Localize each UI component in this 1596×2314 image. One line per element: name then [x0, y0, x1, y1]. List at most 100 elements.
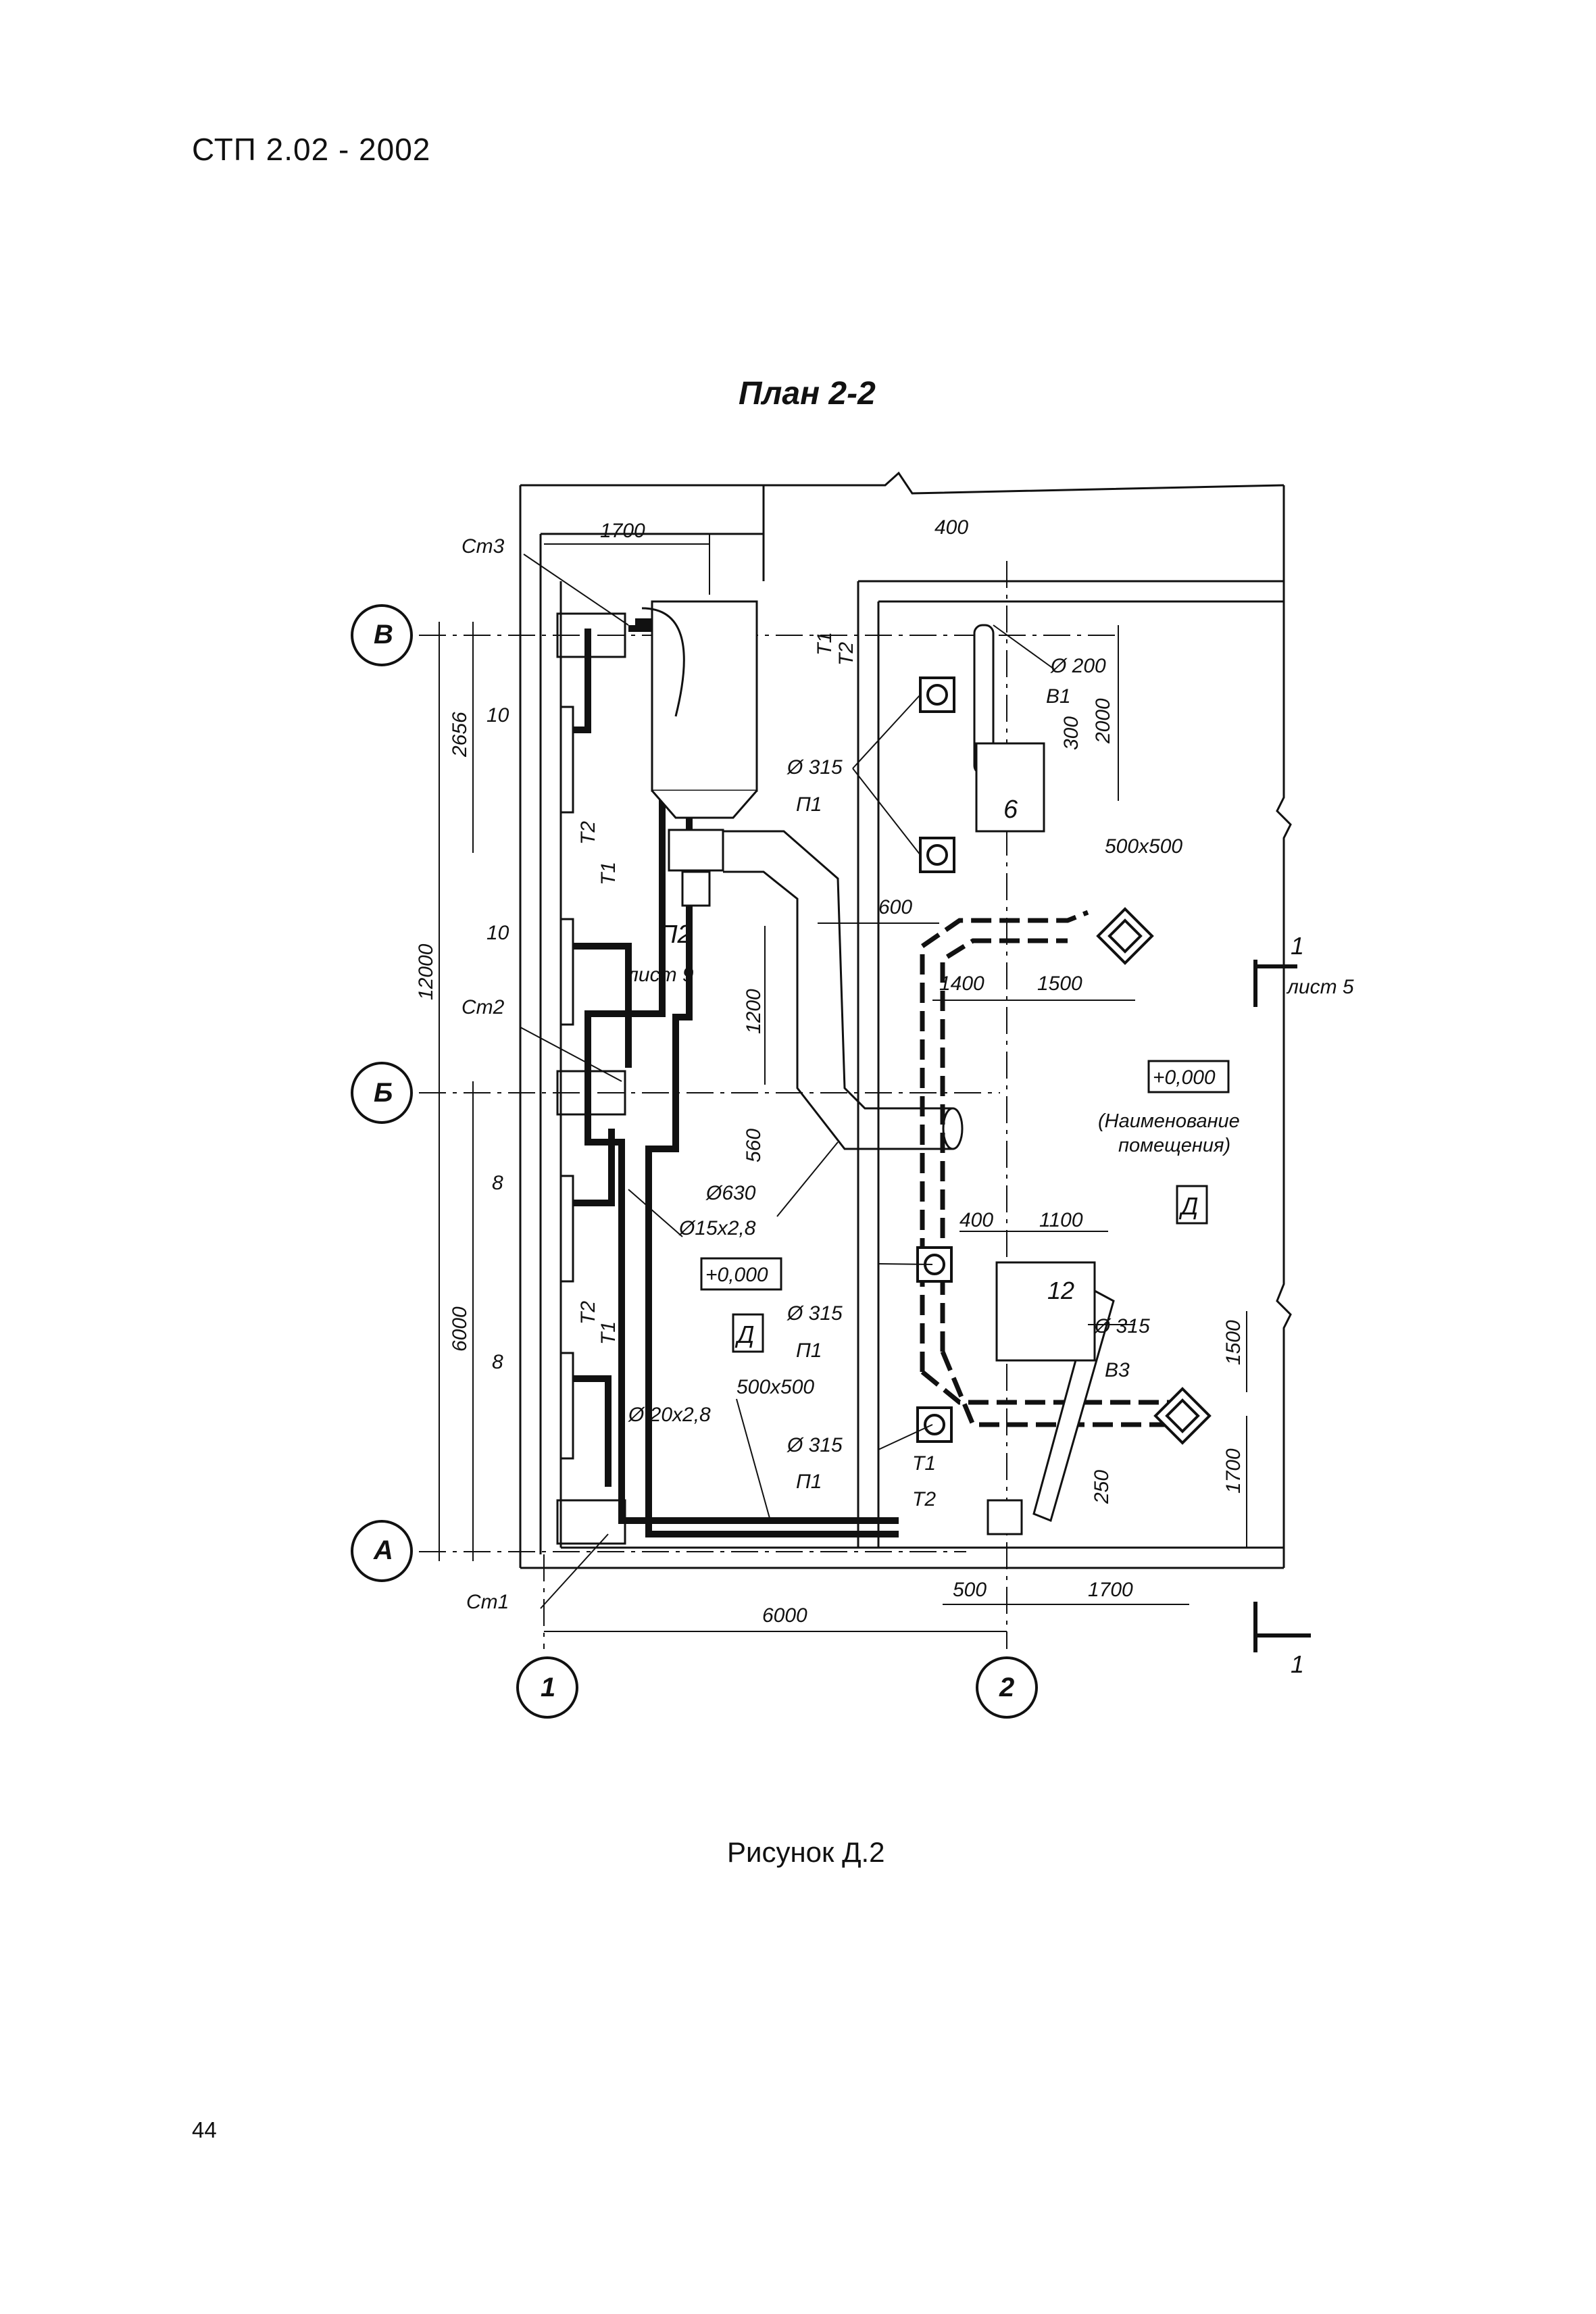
- label-section-1-bottom: 1: [1291, 1650, 1304, 1678]
- room-name-line-1: (Наименование: [1098, 1110, 1240, 1132]
- duct-end: [942, 1107, 964, 1150]
- leader: [736, 1398, 771, 1521]
- dim-1700-bottom: 1700: [1088, 1579, 1133, 1601]
- label-st2: Ст2: [462, 996, 505, 1018]
- radiator: [559, 1352, 574, 1460]
- label-radiator-10a: 10: [487, 704, 509, 727]
- label-d315-v3: Ø 315: [1094, 1315, 1150, 1337]
- dim-400-mid: 400: [959, 1209, 993, 1231]
- leader: [520, 1027, 622, 1082]
- label-pipe-15: Ø15x2,8: [678, 1217, 756, 1239]
- leader: [993, 624, 1055, 670]
- leader: [878, 1424, 933, 1450]
- label-st3: Ст3: [462, 535, 505, 558]
- label-room-name: (Наименование помещения): [1098, 1110, 1245, 1156]
- diffuser-core: [926, 844, 948, 866]
- label-section-1: 1: [1291, 932, 1304, 960]
- document-code: СТП 2.02 - 2002: [192, 132, 431, 167]
- label-box6: 6: [1003, 795, 1018, 824]
- axis-bubble-1: [516, 1656, 578, 1719]
- label-v3: В3: [1105, 1359, 1130, 1381]
- leader: [776, 1141, 839, 1217]
- pipe-rad-2: [573, 943, 632, 1068]
- heater-arc: [641, 607, 685, 717]
- label-section-list5: лист 5: [1286, 976, 1354, 998]
- dim-1700-right: 1700: [1222, 1448, 1245, 1494]
- label-st1: Ст1: [466, 1591, 509, 1613]
- page-number: 44: [192, 2117, 217, 2142]
- axis-label-1: 1: [541, 1673, 555, 1702]
- box-12: [995, 1261, 1096, 1362]
- axis-bubble-v: [351, 604, 413, 666]
- label-t1-top: Т1: [814, 632, 836, 656]
- heater-tank-bottom: [651, 790, 758, 819]
- wall-top-inner: [541, 485, 765, 535]
- axis-label-a: А: [373, 1535, 393, 1565]
- leader: [852, 768, 921, 856]
- label-list9: лист 9: [626, 964, 694, 986]
- dim-1500-right: 1500: [1222, 1320, 1245, 1365]
- label-t2-upper: Т2: [577, 821, 599, 845]
- level-box-2: [700, 1257, 782, 1291]
- fan-unit: [668, 829, 724, 872]
- label-level-1: +0,000: [1153, 1066, 1216, 1089]
- shaft-bottom: [987, 1499, 1023, 1535]
- duct-500-lower-2: [940, 1350, 1176, 1427]
- leader: [852, 694, 921, 769]
- axis-label-v: В: [374, 620, 393, 649]
- label-p2: П2: [659, 920, 692, 949]
- label-p1b: П1: [796, 1339, 822, 1362]
- radiator: [559, 706, 574, 814]
- label-p1c: П1: [796, 1471, 822, 1493]
- label-level-2: +0,000: [705, 1264, 768, 1286]
- dim-560: 560: [743, 1129, 765, 1162]
- leader: [628, 1189, 683, 1237]
- dim-2656: 2656: [449, 712, 471, 758]
- diffuser: [916, 1406, 953, 1443]
- dim-500-bottom: 500: [953, 1579, 987, 1601]
- radiator: [559, 1175, 574, 1283]
- pipe-rad-1: [573, 629, 591, 733]
- dim-2000: 2000: [1092, 698, 1114, 744]
- label-pipe-20: Ø 20x2,8: [628, 1404, 711, 1426]
- diffuser-core: [924, 1414, 945, 1435]
- axis-bubble-b: [351, 1062, 413, 1124]
- dim-400-top: 400: [934, 516, 968, 539]
- dim-1100: 1100: [1039, 1209, 1083, 1231]
- label-d315-p1a: Ø 315: [787, 756, 843, 779]
- axis-bubble-a: [351, 1520, 413, 1582]
- axis-bubble-2: [976, 1656, 1038, 1719]
- duct-d630-outer: [723, 830, 953, 1110]
- fan-motor: [681, 870, 711, 907]
- dim-1700-top: 1700: [600, 520, 645, 542]
- heater-tank: [651, 600, 758, 792]
- box-6: [975, 742, 1045, 833]
- dim-1500-mid: 1500: [1037, 973, 1082, 995]
- label-radiator-10b: 10: [487, 922, 509, 944]
- label-d200: Ø 200: [1050, 655, 1106, 677]
- dim-300: 300: [1060, 716, 1082, 750]
- dim-6000-left: 6000: [449, 1306, 471, 1352]
- room-d-box-1: [1176, 1185, 1208, 1225]
- pipe-rad-3: [573, 1129, 615, 1206]
- figure-caption: Рисунок Д.2: [727, 1836, 885, 1868]
- label-t1-lower: Т1: [597, 1321, 620, 1345]
- duct-d630-inner: [723, 870, 953, 1150]
- label-d315-p1b: Ø 315: [787, 1302, 843, 1325]
- label-radiator-8a: 8: [492, 1172, 503, 1194]
- axis-label-b: Б: [374, 1078, 393, 1108]
- wall-right: [1276, 485, 1292, 1568]
- label-radiator-8b: 8: [492, 1351, 503, 1373]
- duct-500-lower: [920, 1370, 1176, 1405]
- label-500x500-b: 500x500: [737, 1376, 814, 1398]
- label-d630: Ø630: [705, 1182, 756, 1204]
- label-t2-bottom: Т2: [912, 1488, 936, 1510]
- dim-12000: 12000: [415, 943, 437, 1000]
- dim-600: 600: [878, 896, 912, 918]
- label-500x500-a: 500x500: [1105, 835, 1182, 858]
- leader: [540, 1533, 609, 1609]
- radiator: [559, 918, 574, 1026]
- grille-diamond-inner: [1165, 1398, 1200, 1433]
- duct-500-upper-2: [940, 938, 1068, 1352]
